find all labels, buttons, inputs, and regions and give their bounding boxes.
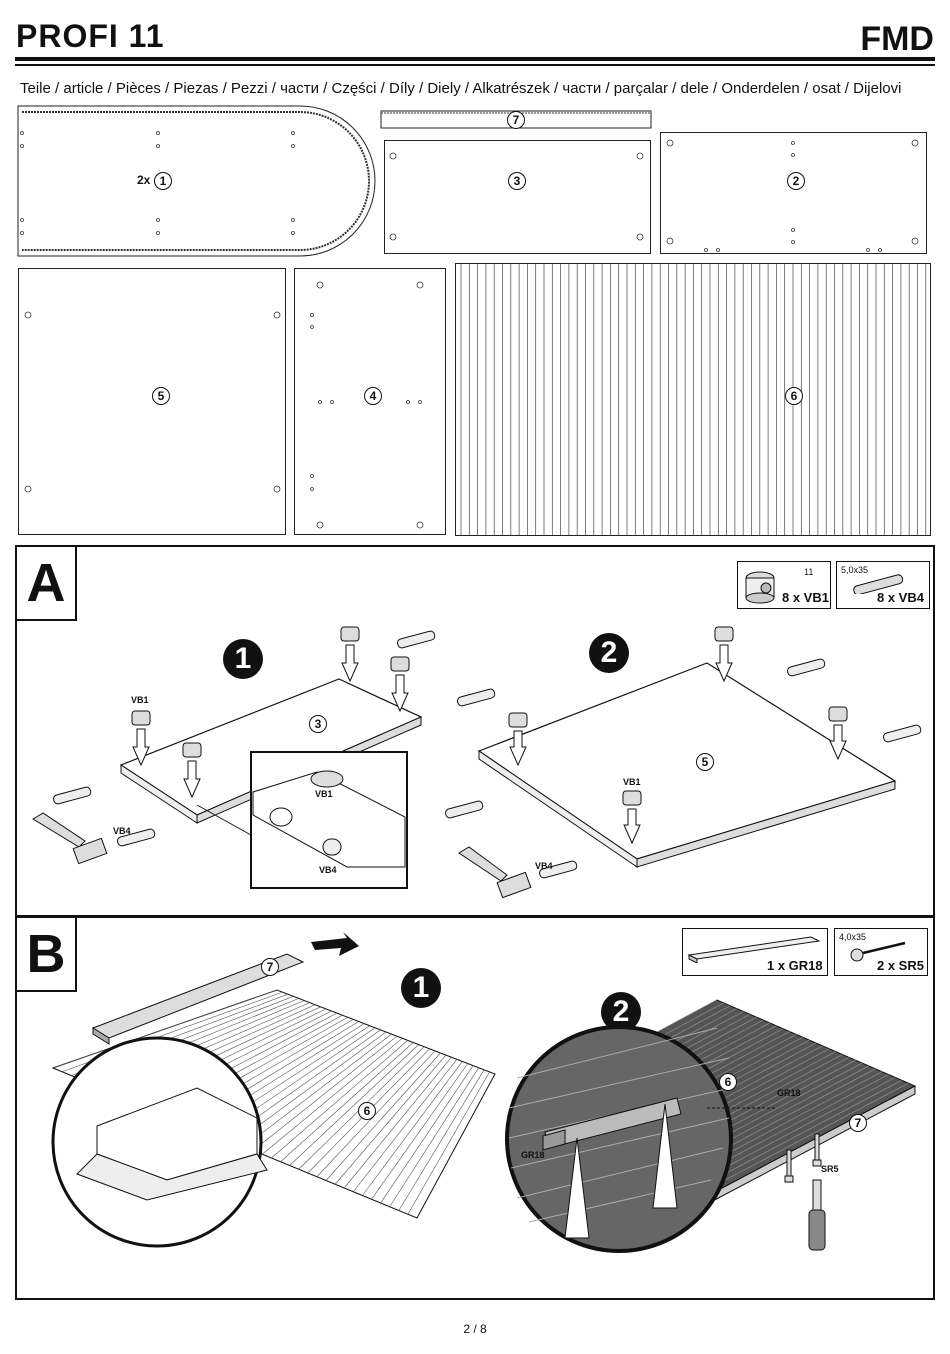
- hardware-vb4-box: 5,0x35 8 x VB4: [836, 561, 930, 609]
- screw-icon: [850, 941, 906, 962]
- vb4-callout-a1: VB4: [113, 826, 131, 836]
- header-rule-thin: [15, 64, 935, 66]
- part-7-label: 7: [507, 111, 525, 129]
- part-3-label: 3: [508, 172, 526, 190]
- vb4-detail-label: VB4: [319, 865, 337, 875]
- a1-part-label: 3: [309, 715, 327, 733]
- vb1-callout-a2: VB1: [623, 777, 641, 787]
- vb4-callout-a2: VB4: [535, 861, 553, 871]
- section-a-letter: A: [17, 547, 77, 621]
- part-6-label: 6: [785, 387, 803, 405]
- hardware-sr5-box: 4,0x35 2 x SR5: [834, 928, 928, 976]
- section-b-letter: B: [17, 918, 77, 992]
- a2-part-label: 5: [696, 753, 714, 771]
- part-1-quantity: 2x: [137, 173, 151, 187]
- sr5-quantity: 2 x SR5: [877, 958, 924, 973]
- b1-panel-label: 6: [358, 1102, 376, 1120]
- page-title: PROFI 11: [16, 18, 165, 54]
- b2-panel-label: 6: [719, 1073, 737, 1091]
- vb1-size: 11: [804, 567, 814, 577]
- hardware-gr18-box: 1 x GR18: [682, 928, 828, 976]
- sr5-callout: SR5: [821, 1164, 839, 1174]
- part-4-label: 4: [364, 387, 382, 405]
- rail-icon: [687, 936, 821, 963]
- b1-rail-label: 7: [261, 958, 279, 976]
- hardware-vb1-box: 11 8 x VB1: [737, 561, 831, 609]
- vb1-quantity: 8 x VB1: [782, 590, 829, 605]
- part-1-label: 1: [154, 172, 172, 190]
- b2-rail-label: 7: [849, 1114, 867, 1132]
- gr18-callout-top: GR18: [777, 1088, 801, 1098]
- step-b1-badge: 1: [401, 968, 441, 1008]
- section-a-illustration: [32, 626, 922, 899]
- part-5-panel: [18, 268, 286, 535]
- cam-lock-icon: [745, 571, 775, 604]
- step-a2-badge: 2: [589, 633, 629, 673]
- section-b-illustration: [51, 932, 917, 1253]
- gr18-quantity: 1 x GR18: [767, 958, 823, 973]
- gr18-callout-detail: GR18: [521, 1150, 545, 1160]
- part-5-label: 5: [152, 387, 170, 405]
- brand-logo: FMD: [860, 20, 934, 58]
- section-b: B 1 x GR18 4,0x35 2 x SR5 1 2: [15, 916, 935, 1300]
- part-2-label: 2: [787, 172, 805, 190]
- section-a: A 11 8 x VB1 5,0x35 8 x VB4 1 2: [15, 545, 935, 917]
- part-2-panel: [660, 132, 927, 254]
- vb1-callout-a1: VB1: [131, 695, 149, 705]
- page-number: 2 / 8: [463, 1322, 487, 1336]
- part-3-panel: [384, 140, 651, 254]
- vb1-detail-label: VB1: [315, 789, 333, 799]
- dowel-icon: [853, 574, 904, 594]
- part-6-panel: [455, 263, 931, 536]
- vb4-quantity: 8 x VB4: [877, 590, 924, 605]
- step-a1-badge: 1: [223, 639, 263, 679]
- parts-heading: Teile / article / Pièces / Piezas / Pezz…: [20, 80, 902, 97]
- header-rule: [15, 57, 935, 61]
- vb4-size: 5,0x35: [841, 565, 869, 575]
- sr5-size: 4,0x35: [839, 932, 867, 942]
